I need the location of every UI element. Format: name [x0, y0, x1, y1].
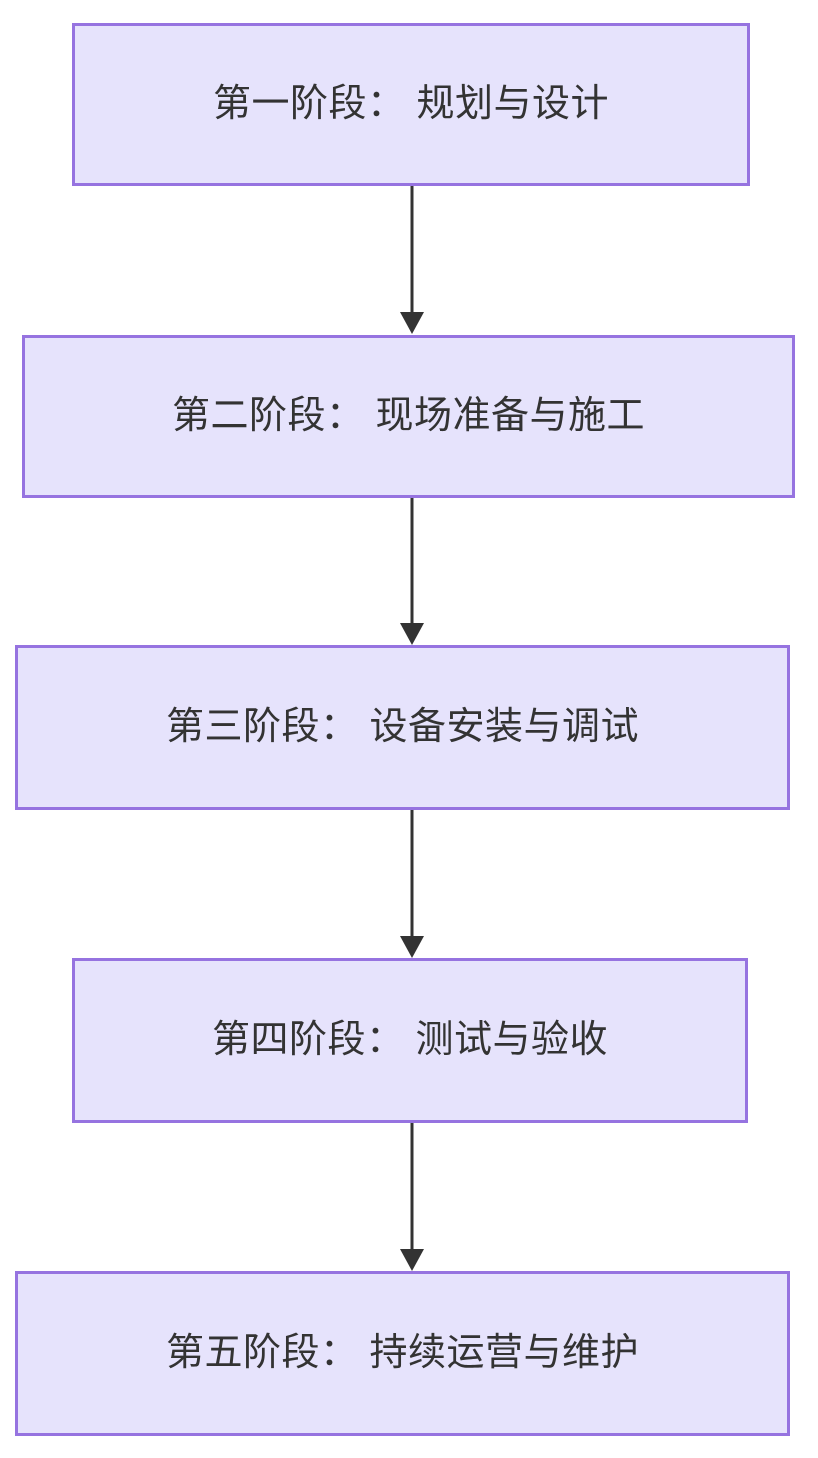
flowchart-node-phase5[interactable]: 第五阶段： 持续运营与维护	[15, 1271, 790, 1436]
edge-phase4-to-phase5	[400, 1123, 424, 1271]
edge-phase3-to-phase4	[400, 810, 424, 958]
flowchart-node-label: 第一阶段： 规划与设计	[212, 82, 610, 125]
flowchart-node-label: 第三阶段： 设备安装与调试	[165, 705, 640, 748]
flowchart-node-label: 第二阶段： 现场准备与施工	[171, 394, 646, 437]
edge-phase1-to-phase2	[400, 186, 424, 334]
flowchart-node-label: 第五阶段： 持续运营与维护	[165, 1331, 640, 1374]
edge-phase2-to-phase3	[400, 498, 424, 645]
flowchart-node-phase3[interactable]: 第三阶段： 设备安装与调试	[15, 645, 790, 810]
flowchart-node-phase4[interactable]: 第四阶段： 测试与验收	[72, 958, 748, 1123]
flowchart-node-phase1[interactable]: 第一阶段： 规划与设计	[72, 23, 750, 186]
flowchart-node-label: 第四阶段： 测试与验收	[211, 1018, 609, 1061]
flowchart-node-phase2[interactable]: 第二阶段： 现场准备与施工	[22, 335, 795, 498]
